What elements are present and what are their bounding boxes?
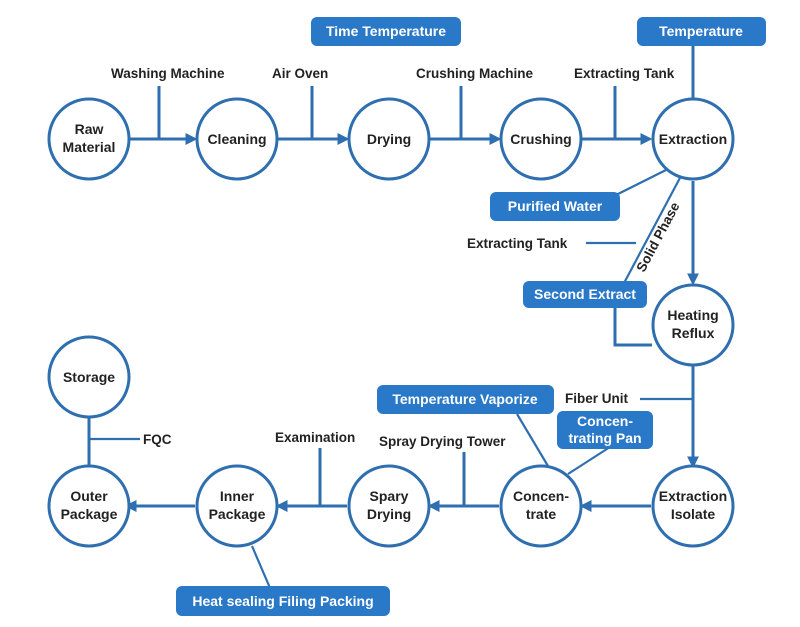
label-crushing-machine: Crushing Machine <box>416 66 534 81</box>
tag-temperature-vaporize-text: Temperature Vaporize <box>392 391 537 407</box>
tag-temperature-text: Temperature <box>659 23 743 39</box>
node-concentrate-line2: trate <box>526 506 557 522</box>
node-concentrate: Concen- trate <box>499 464 583 548</box>
label-fqc: FQC <box>143 432 172 447</box>
tag-purified-water: Purified Water <box>490 192 620 221</box>
node-drying: Drying <box>347 97 431 181</box>
tag-concentrating-pan-line2: trating Pan <box>568 430 641 446</box>
tag-temperature-vaporize: Temperature Vaporize <box>377 385 554 414</box>
label-air-oven: Air Oven <box>272 66 328 81</box>
tag-second-extract-text: Second Extract <box>534 286 636 302</box>
node-heating-reflux-line1: Heating <box>667 307 718 323</box>
tag-time-temperature: Time Temperature <box>311 17 461 46</box>
label-fiber-unit: Fiber Unit <box>565 391 629 406</box>
tag-heat-sealing: Heat sealing Filing Packing <box>176 586 390 616</box>
link-temperature-vaporize <box>516 413 549 467</box>
node-raw-material-line1: Raw <box>75 121 104 137</box>
label-extracting-tank-mid: Extracting Tank <box>467 236 568 251</box>
node-raw-material-line2: Material <box>63 139 116 155</box>
tag-time-temperature-text: Time Temperature <box>326 23 446 39</box>
label-examination: Examination <box>275 430 355 445</box>
node-heating-reflux-line2: Reflux <box>672 325 715 341</box>
link-concentrating-pan <box>567 446 611 475</box>
label-solid-phase: Solid Phase <box>633 199 682 274</box>
node-concentrate-line1: Concen- <box>513 488 569 504</box>
node-outer-package-line1: Outer <box>70 488 108 504</box>
tag-second-extract: Second Extract <box>523 281 647 308</box>
tag-concentrating-pan: Concen- trating Pan <box>557 411 653 449</box>
node-inner-package: Inner Package <box>195 464 279 548</box>
node-spary-drying: Spary Drying <box>347 464 431 548</box>
node-extraction-label: Extraction <box>659 131 727 147</box>
node-cleaning-label: Cleaning <box>207 131 266 147</box>
node-drying-label: Drying <box>367 131 411 147</box>
tag-purified-water-text: Purified Water <box>508 198 603 214</box>
node-storage: Storage <box>47 335 131 419</box>
node-extraction-isolate-line1: Extraction <box>659 488 727 504</box>
label-spray-drying-tower: Spray Drying Tower <box>379 434 506 449</box>
link-heat-sealing <box>250 545 272 589</box>
node-crushing-label: Crushing <box>510 131 571 147</box>
node-spary-drying-line1: Spary <box>370 488 409 504</box>
node-crushing: Crushing <box>499 97 583 181</box>
node-outer-package: Outer Package <box>47 464 131 548</box>
node-inner-package-line1: Inner <box>220 488 255 504</box>
link-solid-phase <box>614 175 682 301</box>
tag-heat-sealing-text: Heat sealing Filing Packing <box>192 593 373 609</box>
tag-concentrating-pan-line1: Concen- <box>577 413 633 429</box>
label-washing-machine: Washing Machine <box>111 66 225 81</box>
node-heating-reflux: Heating Reflux <box>651 283 735 367</box>
node-spary-drying-line2: Drying <box>367 506 411 522</box>
node-cleaning: Cleaning <box>195 97 279 181</box>
node-extraction-isolate-line2: Isolate <box>671 506 716 522</box>
node-raw-material: Raw Material <box>47 97 131 181</box>
tag-temperature: Temperature <box>637 17 766 46</box>
node-extraction: Extraction <box>651 97 735 181</box>
node-outer-package-line2: Package <box>61 506 118 522</box>
node-inner-package-line2: Package <box>209 506 266 522</box>
label-extracting-tank-top: Extracting Tank <box>574 66 675 81</box>
link-purified-water <box>609 169 667 199</box>
return-second-extract <box>613 294 652 347</box>
node-extraction-isolate: Extraction Isolate <box>651 464 735 548</box>
node-storage-label: Storage <box>63 369 115 385</box>
